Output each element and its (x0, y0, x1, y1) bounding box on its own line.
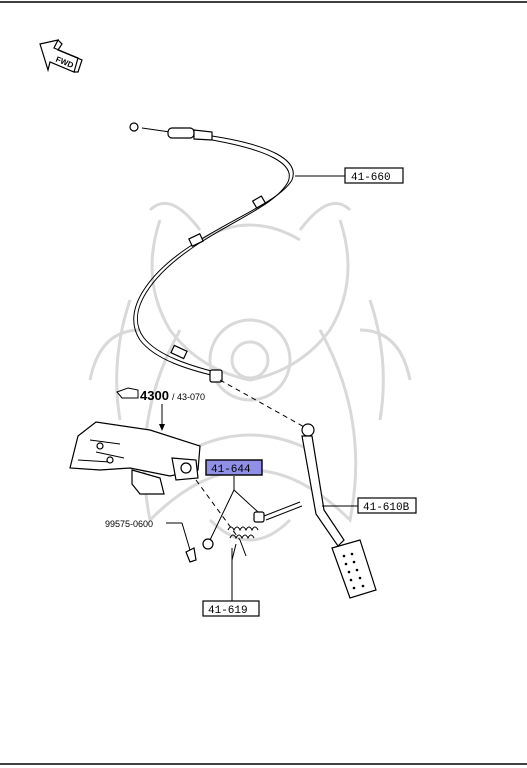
fwd-arrow-icon: FWD (39, 39, 83, 73)
callout-spring-kit[interactable]: 41-644 (205, 459, 263, 541)
callout-clip-label: 99575-0600 (105, 519, 153, 529)
reference-main: 4300 (140, 388, 169, 403)
callout-spring-kit-label: 41-644 (211, 464, 251, 476)
callout-pedal: 41-610B (322, 497, 417, 514)
spring-assembly (185, 501, 303, 563)
callout-cable: 41-660 (295, 167, 404, 184)
accelerator-pedal (301, 423, 377, 599)
callout-return-spring-label: 41-619 (208, 605, 248, 617)
callout-pedal-label: 41-610B (363, 502, 410, 514)
callout-return-spring: 41-619 (202, 548, 260, 617)
watermark-logo (88, 201, 412, 542)
pointing-hand-icon (116, 387, 139, 399)
accelerator-cable (129, 122, 307, 429)
pedal-bracket (69, 421, 241, 541)
reference-sub: / 43-070 (172, 392, 205, 402)
reference-note: 4300 / 43-070 (116, 387, 205, 431)
pedal-pad-ribs (342, 552, 365, 590)
callout-clip: 99575-0600 (105, 519, 191, 551)
callout-spring-kit-box[interactable] (205, 459, 263, 476)
callout-cable-label: 41-660 (351, 172, 391, 184)
